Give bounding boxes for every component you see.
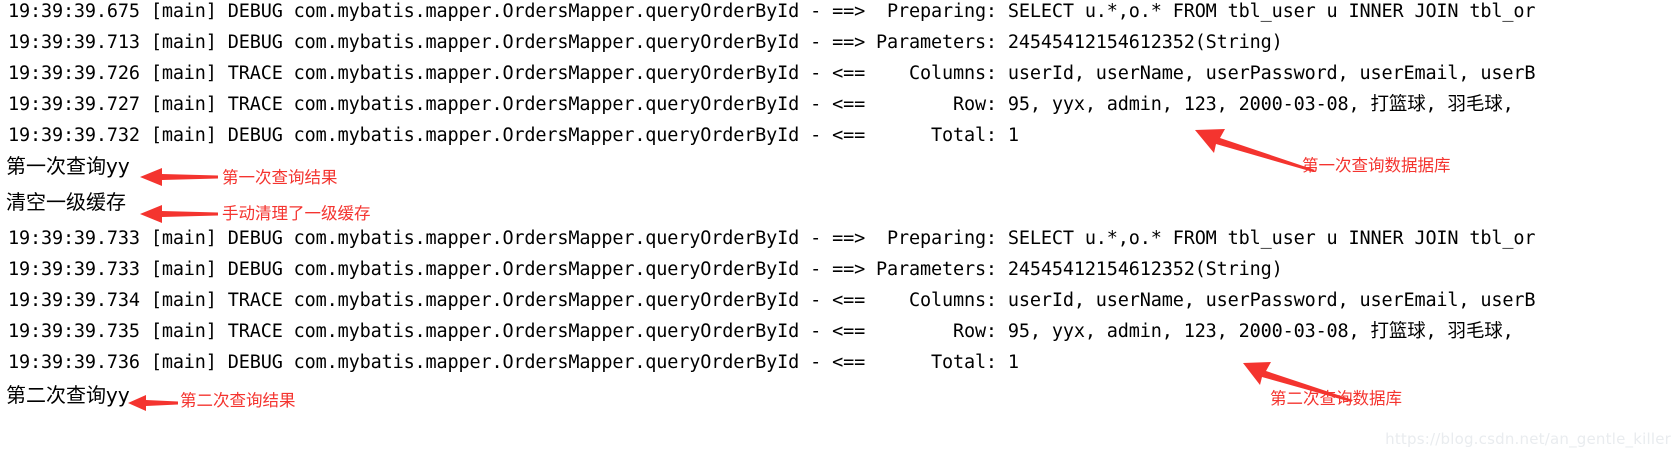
log-line: 19:39:39.734 [main] TRACE com.mybatis.ma… (8, 290, 1536, 311)
output-line-second-query: 第二次查询yy (6, 383, 130, 407)
log-line: 19:39:39.733 [main] DEBUG com.mybatis.ma… (8, 259, 1283, 280)
annotation-first-query-database: 第一次查询数据据库 (1302, 156, 1451, 175)
watermark: https://blog.csdn.net/an_gentle_killer (1385, 430, 1671, 448)
log-line: 19:39:39.732 [main] DEBUG com.mybatis.ma… (8, 125, 1019, 146)
annotation-second-query-database: 第二次查询数据库 (1270, 389, 1402, 408)
log-line: 19:39:39.733 [main] DEBUG com.mybatis.ma… (8, 228, 1536, 249)
arrow-first-query-database (1195, 126, 1315, 172)
log-line: 19:39:39.735 [main] TRACE com.mybatis.ma… (8, 321, 1525, 342)
output-line-first-query: 第一次查询yy (6, 154, 130, 178)
arrow-manual-clear-cache (140, 203, 218, 225)
log-line: 19:39:39.726 [main] TRACE com.mybatis.ma… (8, 63, 1536, 84)
log-line: 19:39:39.675 [main] DEBUG com.mybatis.ma… (8, 1, 1536, 22)
annotation-second-query-result: 第二次查询结果 (180, 391, 296, 410)
annotation-first-query-result: 第一次查询结果 (222, 168, 338, 187)
arrow-second-query-result (128, 393, 178, 413)
log-line: 19:39:39.727 [main] TRACE com.mybatis.ma… (8, 94, 1525, 115)
annotation-manual-clear-cache: 手动清理了一级缓存 (222, 204, 371, 223)
log-line: 19:39:39.736 [main] DEBUG com.mybatis.ma… (8, 352, 1019, 373)
arrow-first-query-result (140, 166, 218, 188)
log-line: 19:39:39.713 [main] DEBUG com.mybatis.ma… (8, 32, 1283, 53)
output-line-clear-cache: 清空一级缓存 (6, 190, 126, 214)
